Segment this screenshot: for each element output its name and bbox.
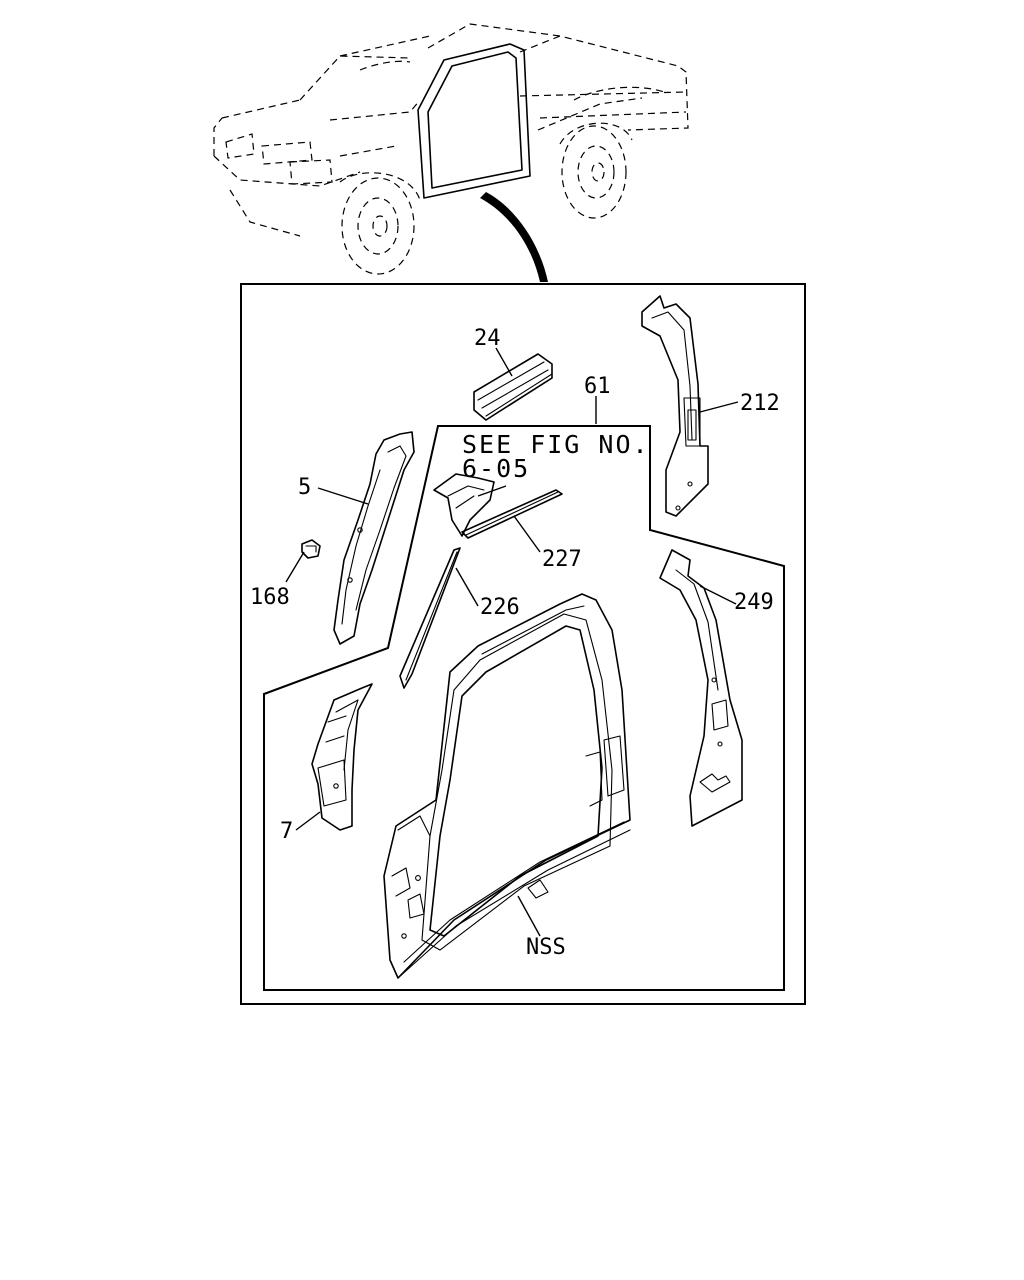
assembly-boundary (263, 425, 785, 991)
callout-61: 61 (584, 374, 611, 399)
callout-227: 227 (542, 547, 582, 572)
part-7-front-pillar-lower (311, 683, 373, 831)
truck-overview (213, 23, 689, 275)
reference-note-line2: 6-05 (462, 454, 530, 483)
callout-168: 168 (250, 585, 290, 610)
detail-frame (240, 283, 806, 1005)
callout-226: 226 (480, 595, 520, 620)
detail-pointer-arrow (480, 192, 548, 282)
part-226-weatherstrip (399, 547, 461, 689)
part-168-bolt (301, 539, 321, 559)
callout-nss: NSS (526, 935, 566, 960)
part-61-bracket (433, 473, 495, 537)
part-5-front-pillar (333, 431, 415, 645)
leader-lines (285, 347, 739, 937)
part-nss-side-panel (383, 593, 631, 979)
part-227-weatherstrip (461, 489, 563, 539)
part-24-roof-rail (473, 353, 553, 421)
callout-5: 5 (298, 475, 311, 500)
callout-7: 7 (280, 819, 293, 844)
reference-note-line1: SEE FIG NO. (462, 430, 650, 459)
callout-24: 24 (474, 326, 501, 351)
callout-212: 212 (740, 391, 780, 416)
part-212-rear-pillar (641, 295, 709, 517)
callout-249: 249 (734, 590, 774, 615)
part-249-rear-pillar-lower (659, 549, 743, 827)
